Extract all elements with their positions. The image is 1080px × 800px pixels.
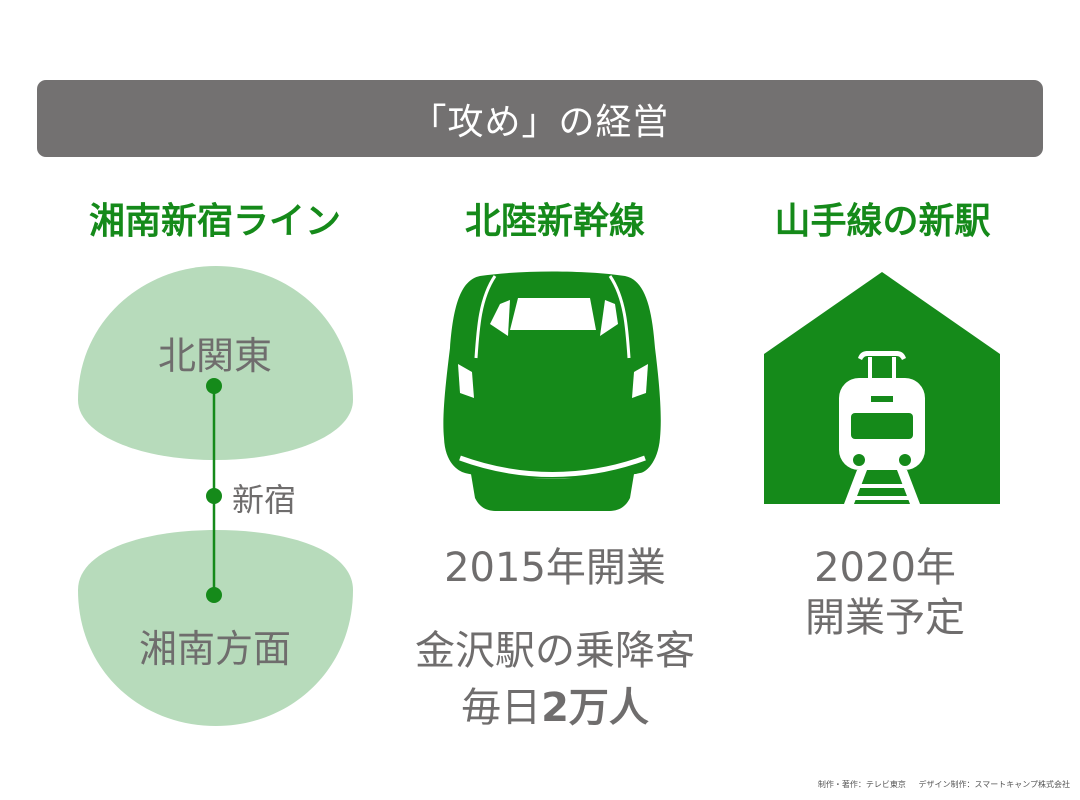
page-title: 「攻め」の経営 xyxy=(410,101,670,143)
shonan-label: 湘南方面 xyxy=(138,627,291,671)
planned-year-text: 2020年 xyxy=(814,545,956,591)
south-station-dot xyxy=(206,587,222,603)
credit-production: 制作・著作：テレビ東京 xyxy=(817,780,906,789)
title-bar: 「攻め」の経営 xyxy=(37,80,1043,157)
north-kanto-label: 北関東 xyxy=(157,334,272,378)
credit-design: デザイン制作：スマートキャンプ株式会社 xyxy=(918,780,1070,789)
shinjuku-label: 新宿 xyxy=(232,481,297,519)
opening-year-text: 2015年開業 xyxy=(444,545,666,591)
heading-hokuriku-shinkansen: 北陸新幹線 xyxy=(464,201,645,242)
heading-shonan-shinjuku-line: 湘南新宿ライン xyxy=(88,201,341,242)
planned-label-text: 開業予定 xyxy=(805,595,965,641)
daily-passengers-text: 毎日2万人 xyxy=(390,685,720,731)
shinjuku-station-dot xyxy=(206,488,222,504)
daily-prefix: 毎日 xyxy=(461,685,542,731)
shinkansen-train-icon xyxy=(443,271,661,511)
footer-credit: 制作・著作：テレビ東京 デザイン制作：スマートキャンプ株式会社 xyxy=(808,779,1070,790)
north-station-dot xyxy=(206,378,222,394)
north-region-shape xyxy=(78,266,353,460)
kanazawa-passengers-text: 金沢駅の乗降客 xyxy=(415,628,695,674)
south-region-shape xyxy=(78,530,353,726)
daily-value: 2万人 xyxy=(541,685,649,731)
station-house-train-icon xyxy=(764,272,1000,504)
heading-yamanote-new-station: 山手線の新駅 xyxy=(774,201,991,242)
route-map-diagram xyxy=(78,266,353,726)
